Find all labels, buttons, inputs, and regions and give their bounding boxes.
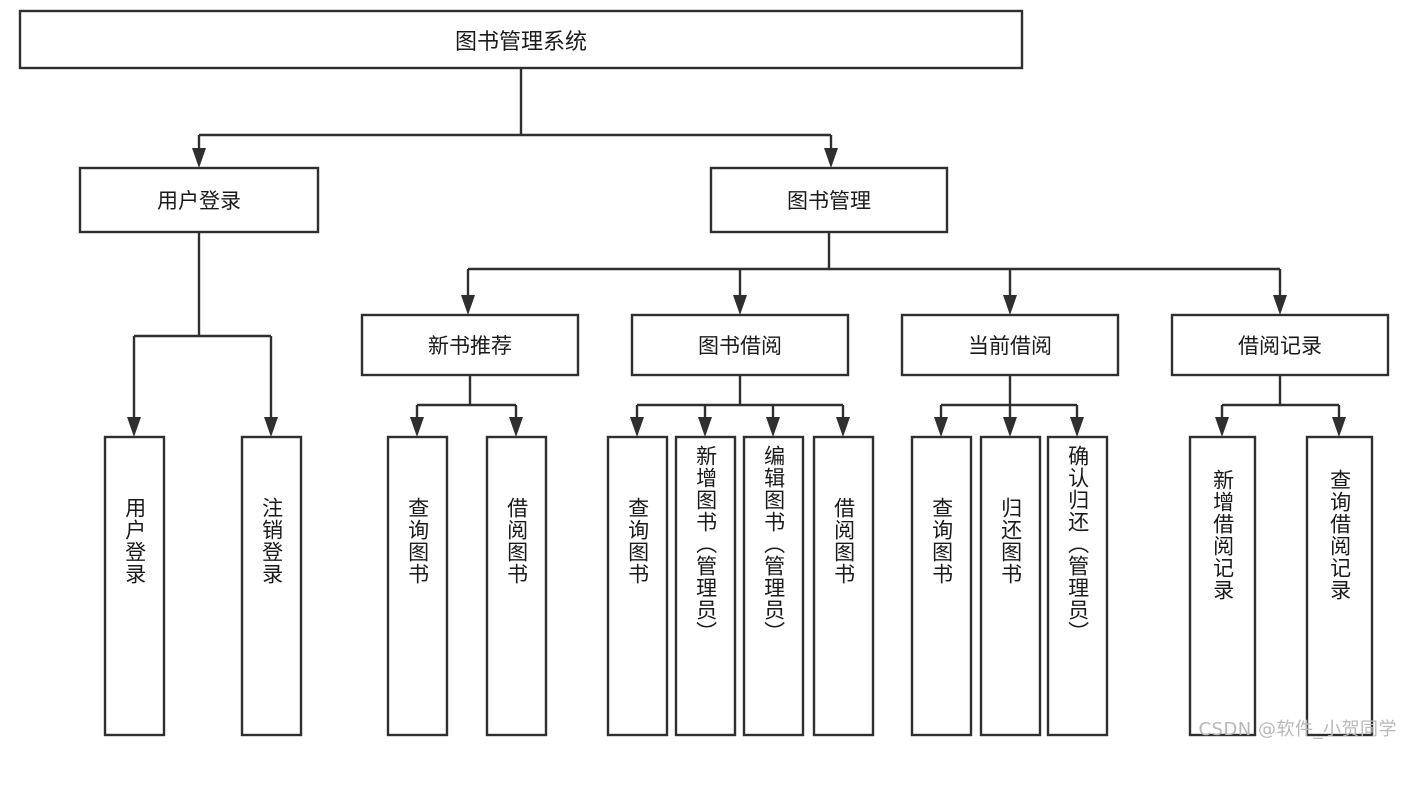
node-book-manage[interactable] — [709, 166, 949, 234]
leaf-book-borrow-3[interactable] — [742, 435, 805, 737]
arrow-book-borrow-leaf-1 — [630, 417, 644, 437]
leaf-user-login-2[interactable] — [240, 435, 303, 737]
arrow-user-login-leaf-1 — [127, 417, 141, 437]
connector-borrow-record-to-leaves — [1220, 375, 1341, 423]
node-book-borrow[interactable] — [630, 313, 850, 377]
arrow-new-book-leaf-2 — [509, 417, 523, 437]
leaf-current-borrow-2[interactable] — [979, 435, 1042, 737]
leaf-book-borrow-1[interactable] — [606, 435, 669, 737]
arrow-level2-borrow-record — [1273, 295, 1287, 315]
arrow-borrow-record-leaf-2 — [1332, 417, 1346, 437]
leaf-borrow-record-2[interactable] — [1305, 435, 1374, 737]
arrow-book-borrow-leaf-3 — [766, 417, 780, 437]
leaf-current-borrow-1[interactable] — [910, 435, 973, 737]
arrow-level2-new-book — [461, 295, 475, 315]
leaf-borrow-record-1[interactable] — [1188, 435, 1257, 737]
arrow-book-borrow-leaf-4 — [836, 417, 850, 437]
arrow-level2-book-borrow — [733, 295, 747, 315]
node-root[interactable] — [18, 9, 1024, 70]
diagram-canvas: 图书管理系统 用户登录 图书管理 新书推荐 图书借阅 当前借阅 借阅记录 用户登… — [18, 9, 1397, 740]
connector-new-book-to-leaves — [415, 375, 518, 423]
arrow-root-to-user-login — [192, 148, 206, 168]
connector-current-borrow-to-leaves — [939, 375, 1079, 423]
node-current-borrow[interactable] — [900, 313, 1120, 377]
node-user-login[interactable] — [78, 166, 320, 234]
connector-user-login-to-leaves — [132, 232, 273, 423]
arrow-borrow-record-leaf-1 — [1215, 417, 1229, 437]
connector-book-manage-to-level2 — [466, 232, 1282, 301]
leaf-book-borrow-4[interactable] — [812, 435, 875, 737]
diagram-svg — [18, 9, 1390, 737]
arrow-current-borrow-leaf-1 — [934, 417, 948, 437]
leaf-book-borrow-2[interactable] — [674, 435, 737, 737]
connector-book-borrow-to-leaves — [635, 375, 845, 423]
arrow-current-borrow-leaf-3 — [1070, 417, 1084, 437]
node-new-book-recommend[interactable] — [360, 313, 580, 377]
leaf-user-login-1[interactable] — [103, 435, 166, 737]
arrow-root-to-book-manage — [824, 148, 838, 168]
leaf-new-book-1[interactable] — [386, 435, 449, 737]
arrow-new-book-leaf-1 — [410, 417, 424, 437]
arrow-level2-current-borrow — [1003, 295, 1017, 315]
leaf-new-book-2[interactable] — [485, 435, 548, 737]
node-borrow-record[interactable] — [1170, 313, 1390, 377]
connector-root-to-level1 — [197, 68, 833, 154]
arrow-user-login-leaf-2 — [264, 417, 278, 437]
arrow-book-borrow-leaf-2 — [698, 417, 712, 437]
arrow-current-borrow-leaf-2 — [1003, 417, 1017, 437]
leaf-current-borrow-3[interactable] — [1046, 435, 1109, 737]
